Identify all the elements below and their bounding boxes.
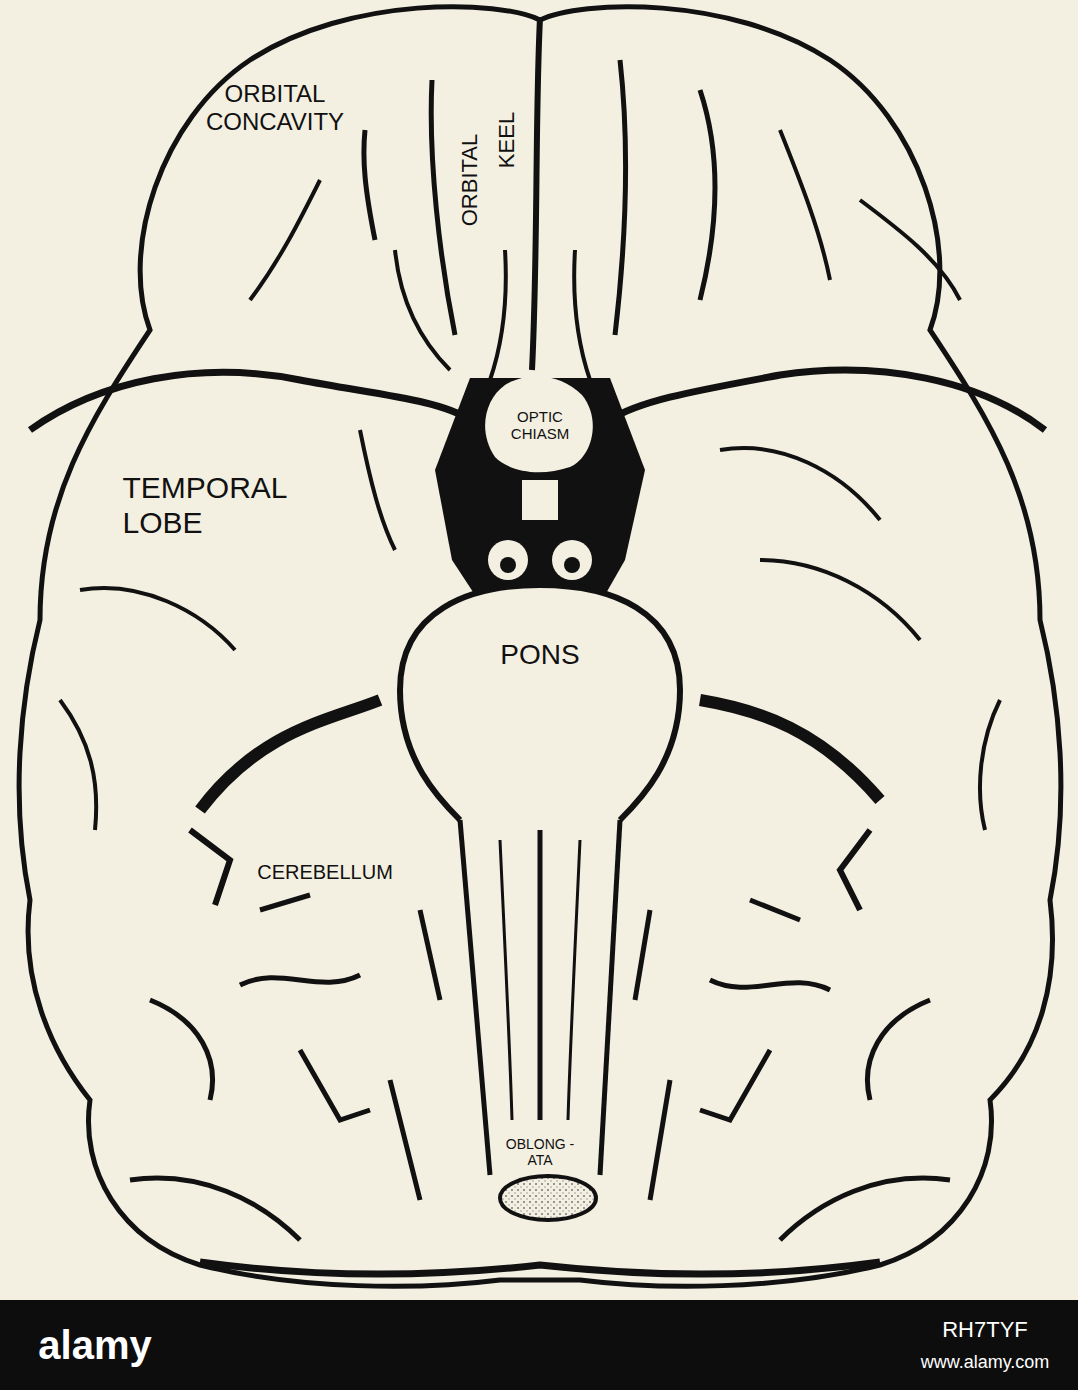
watermark: alamy [38, 1322, 151, 1368]
watermark-bar [0, 1300, 1078, 1390]
region-label: KEEL [494, 112, 519, 168]
structure-label: CEREBELLUM [257, 861, 393, 884]
structure-label: PONS [500, 639, 579, 671]
structure-label: OBLONG -ATA [505, 1136, 575, 1168]
structure-label: OPTIC CHIASM [495, 408, 585, 443]
watermark: RH7TYF [942, 1317, 1028, 1342]
region-label: ORBITAL CONCAVITY [195, 80, 355, 135]
region-label: ORBITAL [457, 134, 482, 227]
watermark: www.alamy.com [921, 1352, 1050, 1373]
region-label: TEMPORAL LOBE [123, 471, 308, 540]
